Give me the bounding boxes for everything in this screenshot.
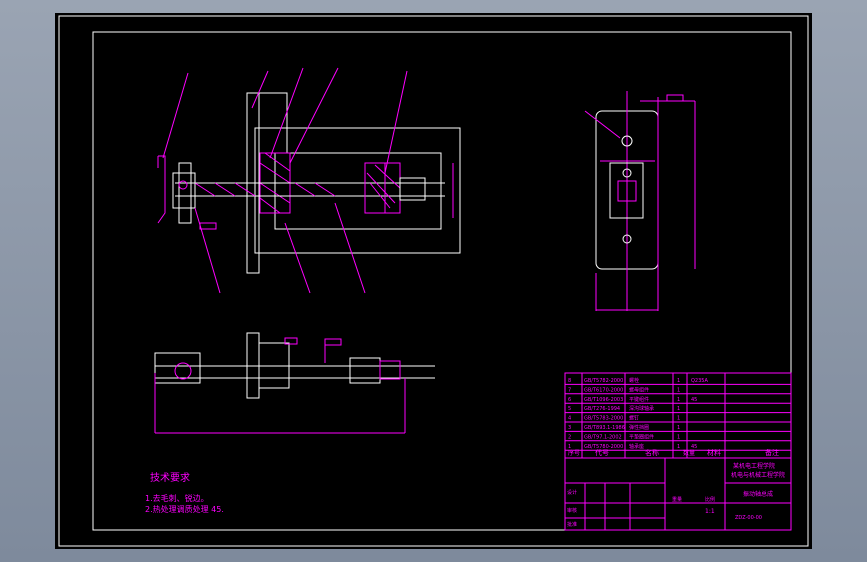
- parts-row-material: 45: [691, 444, 697, 450]
- parts-row-code: GB/T5780-2000: [584, 444, 623, 450]
- parts-row-qty: 1: [677, 434, 680, 440]
- parts-row-name: 螺母组件: [629, 386, 649, 393]
- parts-row-no: 6: [568, 397, 571, 403]
- drawing-border-inner: [92, 31, 792, 531]
- parts-header-qty: 数量: [683, 449, 695, 457]
- parts-header-code: 代号: [595, 448, 609, 457]
- title-company-line2: 机电与机械工程学院: [731, 471, 785, 479]
- parts-row-name: 平垫圈组件: [629, 433, 654, 440]
- parts-row-code: GB/T5783-2000: [584, 416, 623, 422]
- parts-row-no: 2: [568, 434, 571, 440]
- parts-row-material: Q235A: [691, 378, 708, 384]
- cad-viewport[interactable]: 技术要求 1.去毛刺、锐边。 2.热处理调质处理 45. 序号 代号 名称 数量…: [55, 13, 812, 549]
- parts-row-qty: 1: [677, 416, 680, 422]
- side-view: [584, 91, 696, 311]
- front-section-view: [157, 67, 461, 294]
- parts-row-no: 3: [568, 425, 571, 431]
- title-drawing-name: 振动轴总成: [743, 490, 773, 498]
- parts-row-name: 平键组件: [629, 396, 649, 403]
- parts-row-qty: 1: [677, 397, 680, 403]
- parts-row-code: GB/T1096-2003: [584, 397, 623, 403]
- parts-row-material: 45: [691, 397, 697, 403]
- parts-row-code: GB/T893.1-1986: [584, 425, 625, 431]
- parts-row-no: 7: [568, 387, 571, 393]
- title-scale: 1:1: [705, 508, 715, 515]
- title-company-line1: 某机电工程学院: [733, 462, 775, 470]
- drawing-border-outer: [58, 15, 809, 547]
- tech-notes-line-1: 1.去毛刺、锐边。: [145, 493, 209, 503]
- title-weight-label: 重量: [672, 496, 682, 503]
- parts-row-qty: 1: [677, 425, 680, 431]
- title-approve-label: 批准: [567, 521, 577, 528]
- title-design-label: 设计: [567, 489, 577, 496]
- parts-row-name: 螺钉: [629, 415, 639, 422]
- tech-notes-title: 技术要求: [150, 471, 190, 484]
- parts-row-no: 5: [568, 406, 571, 412]
- parts-row-code: GB/T97.1-2002: [584, 434, 622, 440]
- parts-row-no: 8: [568, 378, 571, 384]
- parts-header-name: 名称: [645, 448, 659, 457]
- parts-row-name: 弹性挡圈: [629, 424, 649, 431]
- parts-row-code: GB/T276-1994: [584, 406, 620, 412]
- title-check-label: 审核: [567, 507, 577, 514]
- parts-row-code: GB/T6170-2000: [584, 387, 623, 393]
- parts-row-name: 螺栓: [629, 377, 639, 384]
- parts-row-no: 4: [568, 416, 571, 422]
- parts-row-qty: 1: [677, 378, 680, 384]
- title-scale-label: 比例: [705, 496, 715, 503]
- parts-row-name: 深沟球轴承: [629, 405, 654, 412]
- parts-header-material: 材料: [707, 448, 721, 457]
- tech-notes-line-2: 2.热处理调质处理 45.: [145, 504, 224, 514]
- parts-row-code: GB/T5782-2000: [584, 378, 623, 384]
- parts-row-name: 轴承座: [629, 443, 644, 450]
- parts-row-no: 1: [568, 444, 571, 450]
- parts-row-qty: 1: [677, 444, 680, 450]
- bottom-view: [154, 332, 435, 434]
- parts-list-table: 序号 代号 名称 数量 材料 备注 8 GB/T5782-2000 螺栓 1 Q235A…: [564, 372, 792, 459]
- parts-header-note: 备注: [765, 448, 779, 457]
- parts-row-qty: 1: [677, 387, 680, 393]
- drawing-canvas[interactable]: 技术要求 1.去毛刺、锐边。 2.热处理调质处理 45. 序号 代号 名称 数量…: [55, 13, 812, 549]
- title-block: 某机电工程学院 机电与机械工程学院 振动轴总成 ZDZ-00-00 重量 比例 …: [564, 457, 792, 531]
- parts-row-qty: 1: [677, 406, 680, 412]
- title-drawing-code: ZDZ-00-00: [735, 515, 762, 521]
- parts-header-no: 序号: [568, 449, 580, 457]
